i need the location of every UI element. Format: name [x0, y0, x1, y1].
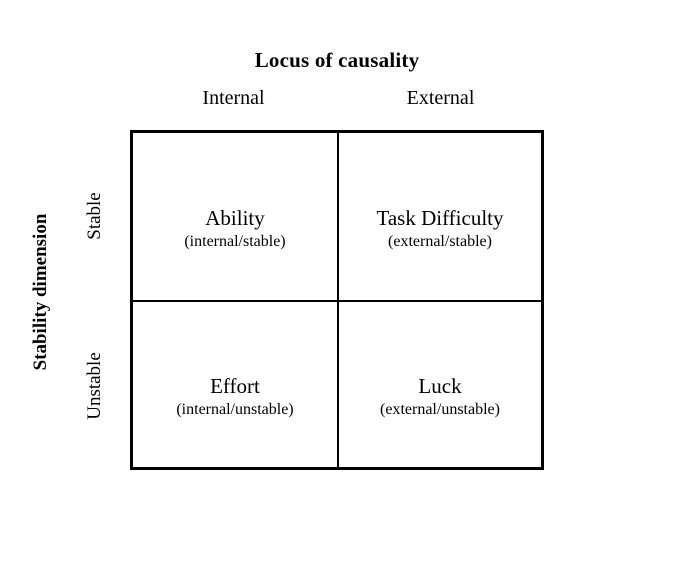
cell-luck: Luck (external/unstable) — [337, 300, 541, 467]
cell-ability: Ability (internal/stable) — [133, 133, 337, 300]
cell-luck-subtitle: (external/unstable) — [380, 401, 500, 418]
row-label-stable: Stable — [84, 192, 105, 240]
matrix-grid: Ability (internal/stable) Task Difficult… — [130, 130, 544, 470]
cell-effort: Effort (internal/unstable) — [133, 300, 337, 467]
cell-ability-subtitle: (internal/stable) — [184, 233, 286, 250]
row-label-unstable: Unstable — [84, 352, 105, 420]
cell-task-difficulty-subtitle: (external/stable) — [388, 233, 492, 250]
left-axis-title: Stability dimension — [30, 213, 51, 371]
column-header-row: Internal External — [130, 84, 544, 114]
cell-task-difficulty: Task Difficulty (external/stable) — [337, 133, 541, 300]
cell-effort-subtitle: (internal/unstable) — [176, 401, 294, 418]
top-axis-title: Locus of causality — [254, 48, 420, 72]
cell-luck-title: Luck — [418, 374, 462, 398]
column-header-external: External — [406, 87, 475, 109]
cell-ability-title: Ability — [205, 206, 265, 230]
cell-effort-title: Effort — [210, 374, 260, 398]
cell-task-difficulty-title: Task Difficulty — [376, 206, 504, 230]
column-header-internal: Internal — [202, 87, 265, 109]
